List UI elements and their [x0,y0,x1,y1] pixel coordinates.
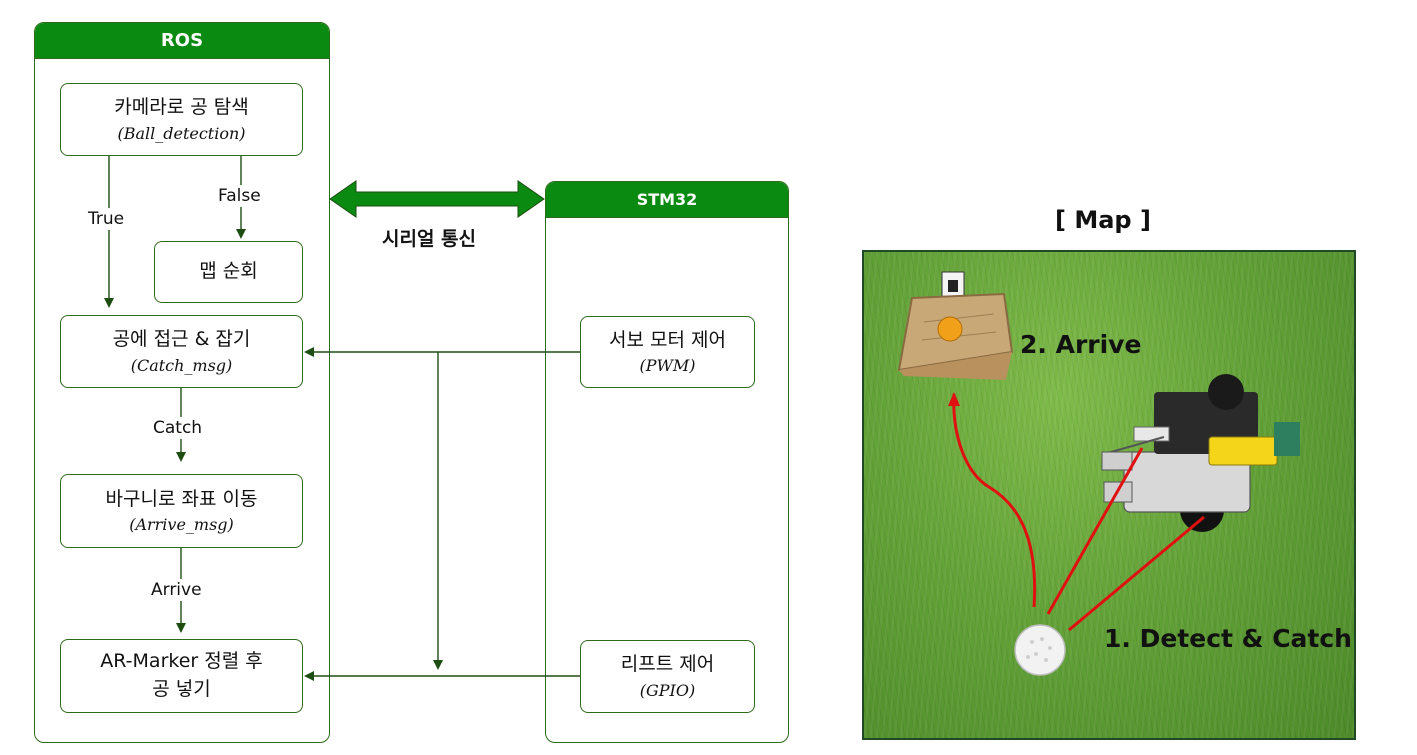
basket-icon [897,271,1014,380]
box-align: AR-Marker 정렬 후 공 넣기 [60,639,303,713]
lift-main: 리프트 제어 [620,653,715,676]
edge-label-catch: Catch [150,417,206,439]
ball-detection-main: 카메라로 공 탐색 [114,96,249,119]
edge-label-false: False [215,185,264,207]
map-label-arrive: 2. Arrive [1020,330,1142,359]
detect-ray-2 [1068,515,1205,632]
serial-label: 시리얼 통신 [382,228,477,250]
servo-sub: (PWM) [639,356,696,376]
serial-double-arrow [329,180,545,218]
lift-sub: (GPIO) [639,680,696,700]
map-photo: 2. Arrive 1. Detect & Catch [862,250,1356,740]
arrive-main: 바구니로 좌표 이동 [105,487,258,510]
stm32-panel-header: STM32 [546,182,788,218]
detect-ray-1 [1046,447,1144,615]
ros-title: ROS [160,30,204,51]
box-lift: 리프트 제어 (GPIO) [580,640,755,713]
box-servo: 서보 모터 제어 (PWM) [580,316,755,388]
map-patrol-main: 맵 순회 [199,260,258,283]
box-arrive: 바구니로 좌표 이동 (Arrive_msg) [60,474,303,548]
box-map-patrol: 맵 순회 [154,241,303,303]
edge-label-true: True [85,208,128,230]
stm32-title: STM32 [636,190,698,209]
path-arrowhead [948,392,960,406]
catch-main: 공에 접근 & 잡기 [112,328,251,351]
path-to-basket [952,393,1037,608]
align-main2: 공 넣기 [152,678,211,700]
map-title: [ Map ] [1055,206,1151,234]
golf-ball-icon [1014,624,1066,676]
ball-detection-sub: (Ball_detection) [117,123,246,143]
map-scene [897,271,1300,676]
robot-icon [1101,374,1300,532]
map-label-detect: 1. Detect & Catch [1104,624,1352,653]
align-main: AR-Marker 정렬 후 [100,650,263,673]
catch-sub: (Catch_msg) [130,355,233,375]
box-ball-detection: 카메라로 공 탐색 (Ball_detection) [60,83,303,156]
servo-main: 서보 모터 제어 [609,328,726,351]
box-catch: 공에 접근 & 잡기 (Catch_msg) [60,315,303,388]
arrive-sub: (Arrive_msg) [129,515,234,535]
ros-panel-header: ROS [35,23,329,59]
edge-label-arrive: Arrive [148,579,205,601]
